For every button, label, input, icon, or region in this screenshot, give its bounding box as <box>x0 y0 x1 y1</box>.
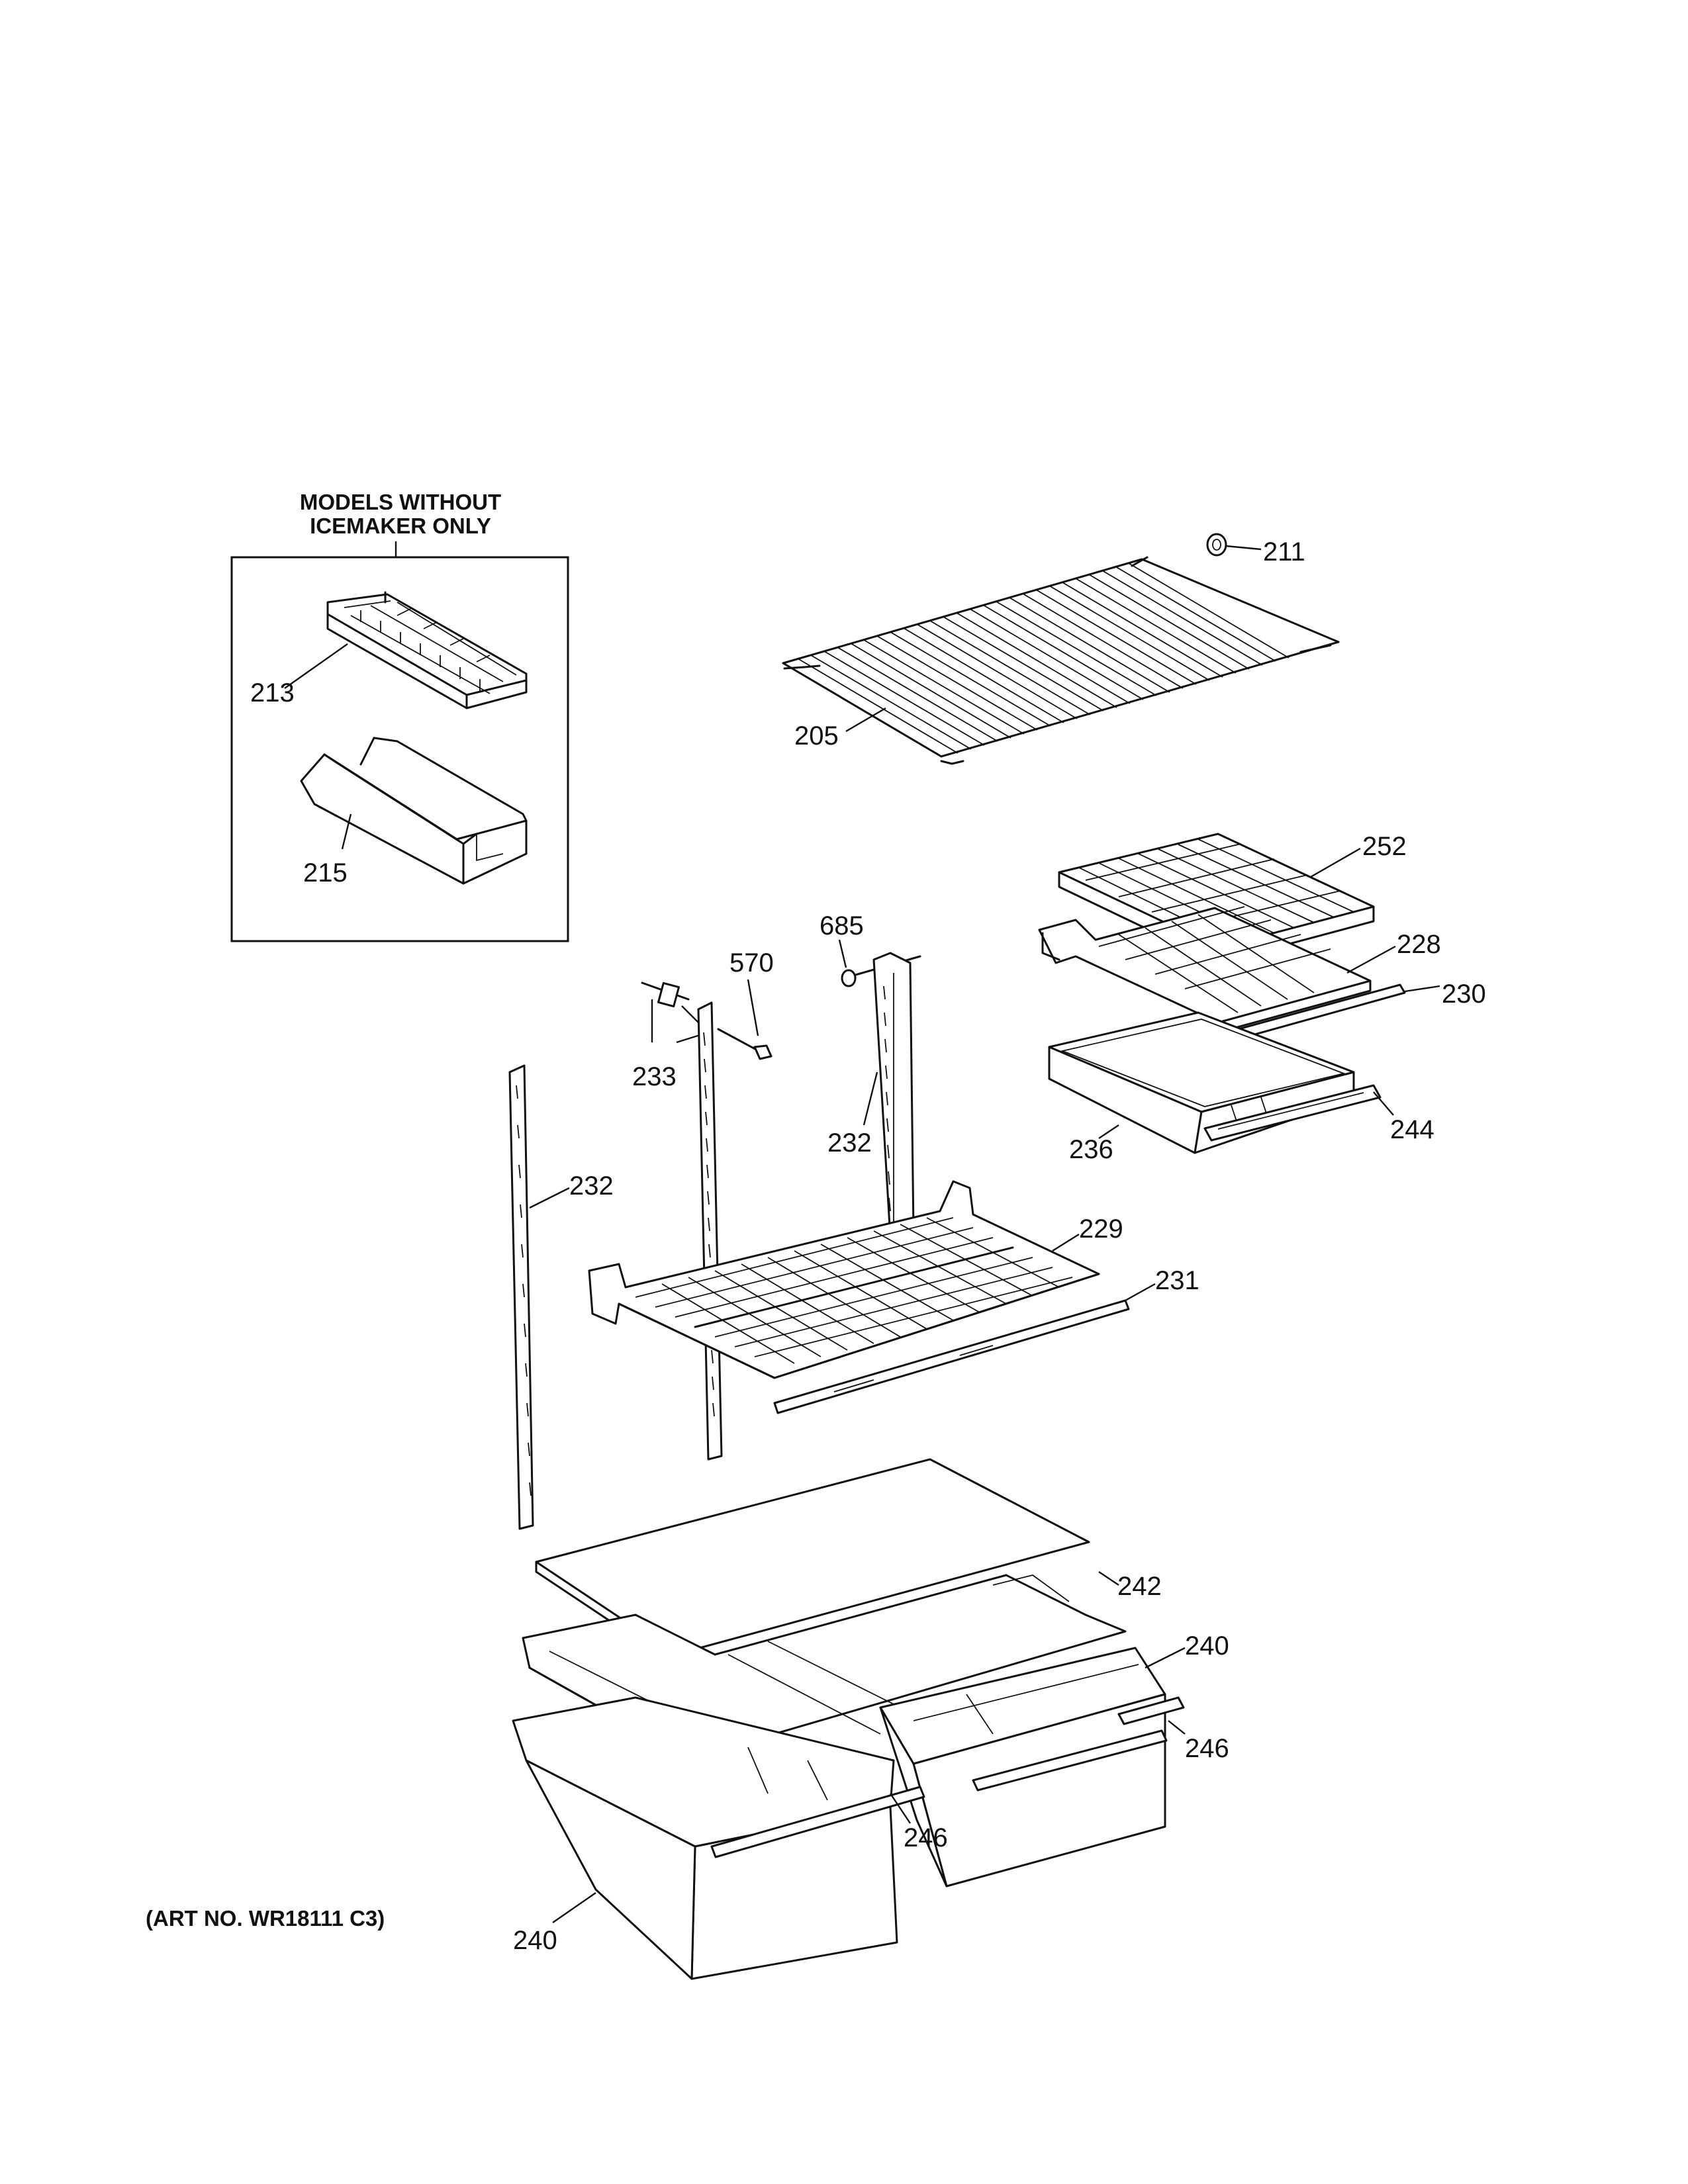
inset-title-line1: MODELS WITHOUT <box>300 490 501 514</box>
top-shelf-part: 211 205 <box>782 533 1340 765</box>
callout-570: 570 <box>729 948 774 978</box>
inset-panel: MODELS WITHOUT ICEMAKER ONLY 213 215 <box>230 490 569 942</box>
callout-240-left: 240 <box>513 1926 557 1955</box>
inset-border <box>230 556 569 942</box>
callout-230: 230 <box>1442 979 1486 1009</box>
ice-tray-part <box>326 591 528 709</box>
callout-232-left: 232 <box>569 1171 614 1201</box>
art-number: (ART NO. WR18111 C3) <box>146 1906 385 1931</box>
callout-229: 229 <box>1079 1214 1123 1244</box>
callout-205: 205 <box>794 721 839 751</box>
crisper-drawers-assembly: 242 239 240 246 246 240 <box>512 1458 1229 1980</box>
callout-231: 231 <box>1155 1266 1199 1295</box>
callout-211: 211 <box>1263 537 1305 567</box>
callout-228: 228 <box>1397 930 1441 959</box>
callout-244: 244 <box>1390 1115 1434 1144</box>
callout-232-right: 232 <box>827 1128 872 1158</box>
crisper-cover-assembly: 252 228 230 236 244 <box>1038 832 1486 1164</box>
callout-242: 242 <box>1117 1572 1162 1601</box>
callout-215: 215 <box>303 858 348 887</box>
callout-233: 233 <box>632 1062 677 1091</box>
callout-246-left: 246 <box>904 1823 948 1852</box>
middle-shelf-part: 229 231 <box>588 1180 1199 1414</box>
callout-252: 252 <box>1362 832 1407 861</box>
door-bin-part <box>300 737 528 885</box>
callout-236: 236 <box>1069 1135 1113 1164</box>
inset-title-line2: ICEMAKER ONLY <box>310 514 491 538</box>
shelf-support-parts: 233 570 685 232 232 <box>508 911 921 1530</box>
callout-213: 213 <box>250 678 295 707</box>
callout-685: 685 <box>820 911 864 940</box>
callout-246-right: 246 <box>1185 1734 1229 1763</box>
callout-240-right: 240 <box>1185 1631 1229 1661</box>
